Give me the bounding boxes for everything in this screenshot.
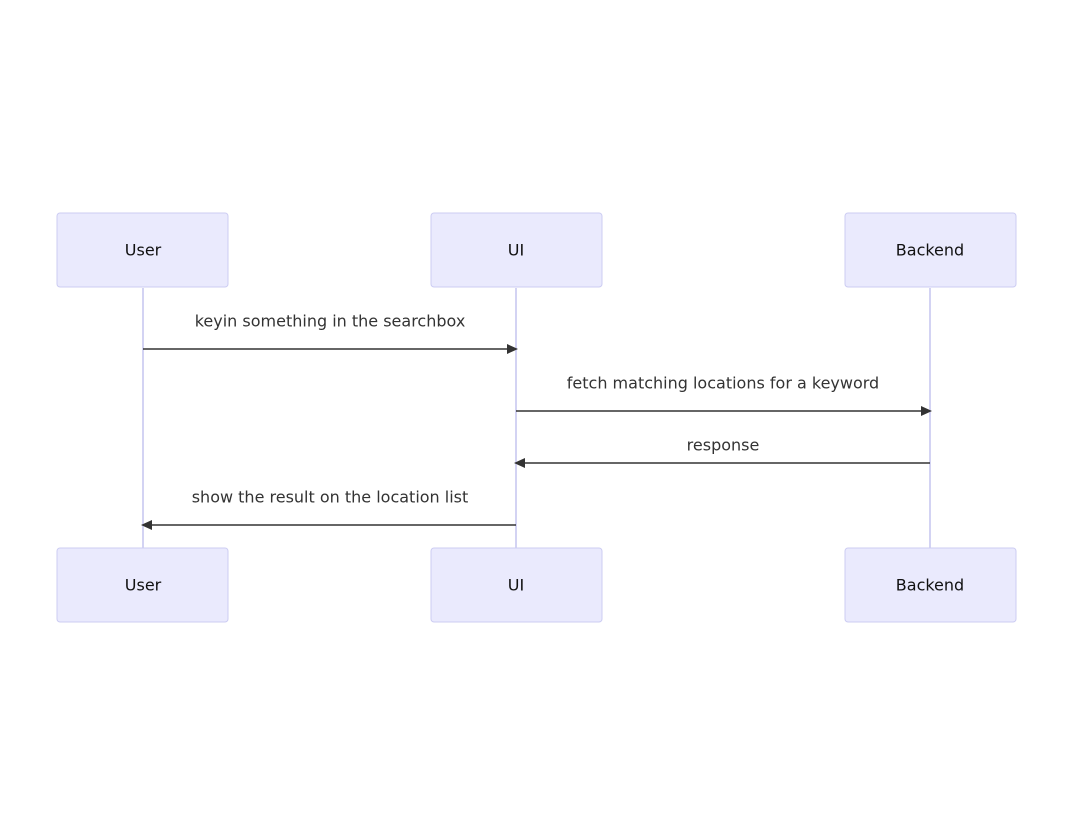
message-2: fetch matching locations for a keyword [516, 374, 932, 416]
message-4: show the result on the location list [141, 488, 516, 530]
actor-bottom-backend-label: Backend [896, 576, 964, 595]
actor-bottom-ui-label: UI [508, 576, 524, 595]
message-3-arrowhead [514, 458, 525, 468]
actor-top-user-label: User [125, 241, 162, 260]
actor-bottom-backend: Backend [844, 547, 1017, 623]
actor-top-ui: UI [430, 212, 603, 288]
actor-top-backend: Backend [844, 212, 1017, 288]
message-1-label: keyin something in the searchbox [195, 312, 466, 331]
actor-top-ui-label: UI [508, 241, 524, 260]
actor-bottom-ui: UI [430, 547, 603, 623]
actor-bottom-user-label: User [125, 576, 162, 595]
message-2-arrowhead [921, 406, 932, 416]
message-3-label: response [687, 436, 760, 455]
message-4-arrowhead [141, 520, 152, 530]
message-2-label: fetch matching locations for a keyword [567, 374, 879, 393]
actor-bottom-user: User [56, 547, 229, 623]
message-3: response [514, 436, 930, 468]
message-1: keyin something in the searchbox [143, 312, 518, 354]
actor-top-backend-label: Backend [896, 241, 964, 260]
message-4-label: show the result on the location list [192, 488, 469, 507]
message-1-arrowhead [507, 344, 518, 354]
actor-top-user: User [56, 212, 229, 288]
